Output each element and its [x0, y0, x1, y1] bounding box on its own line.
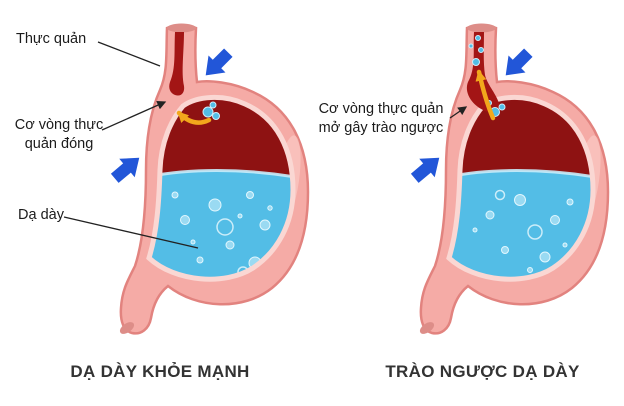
stomach-wall-rim [146, 94, 296, 282]
reflux-stomach-caption: TRÀO NGƯỢC DẠ DÀY [385, 362, 580, 381]
esophagus-label: Thực quản [16, 31, 87, 47]
healthy-stomach-caption: DẠ DÀY KHỎE MẠNH [70, 362, 250, 381]
gas-bubbles [202, 101, 220, 120]
duodenum-opening [119, 322, 135, 334]
pressure-arrows [410, 48, 533, 183]
duodenum-opening [419, 322, 435, 334]
blocked-reflux-arrow [176, 110, 212, 125]
sphincter-closed-label: Cơ vòng thực quản đóng [14, 117, 104, 152]
stomach-wall-rim [446, 94, 596, 282]
esophagus-opening [167, 23, 196, 33]
sphincter-open-label: Cơ vòng thực quản mở gây trào ngược [318, 101, 444, 136]
healthy-stomach-illustration [110, 23, 310, 335]
reflux-arrow [475, 69, 496, 121]
esophagus-opening [467, 23, 496, 33]
stomach-label: Dạ dày [18, 207, 64, 223]
reflux-stomach-illustration [410, 23, 610, 335]
esophagus-channel-closed [169, 32, 185, 96]
gas-bubbles [468, 35, 506, 117]
pressure-arrows [110, 48, 233, 183]
